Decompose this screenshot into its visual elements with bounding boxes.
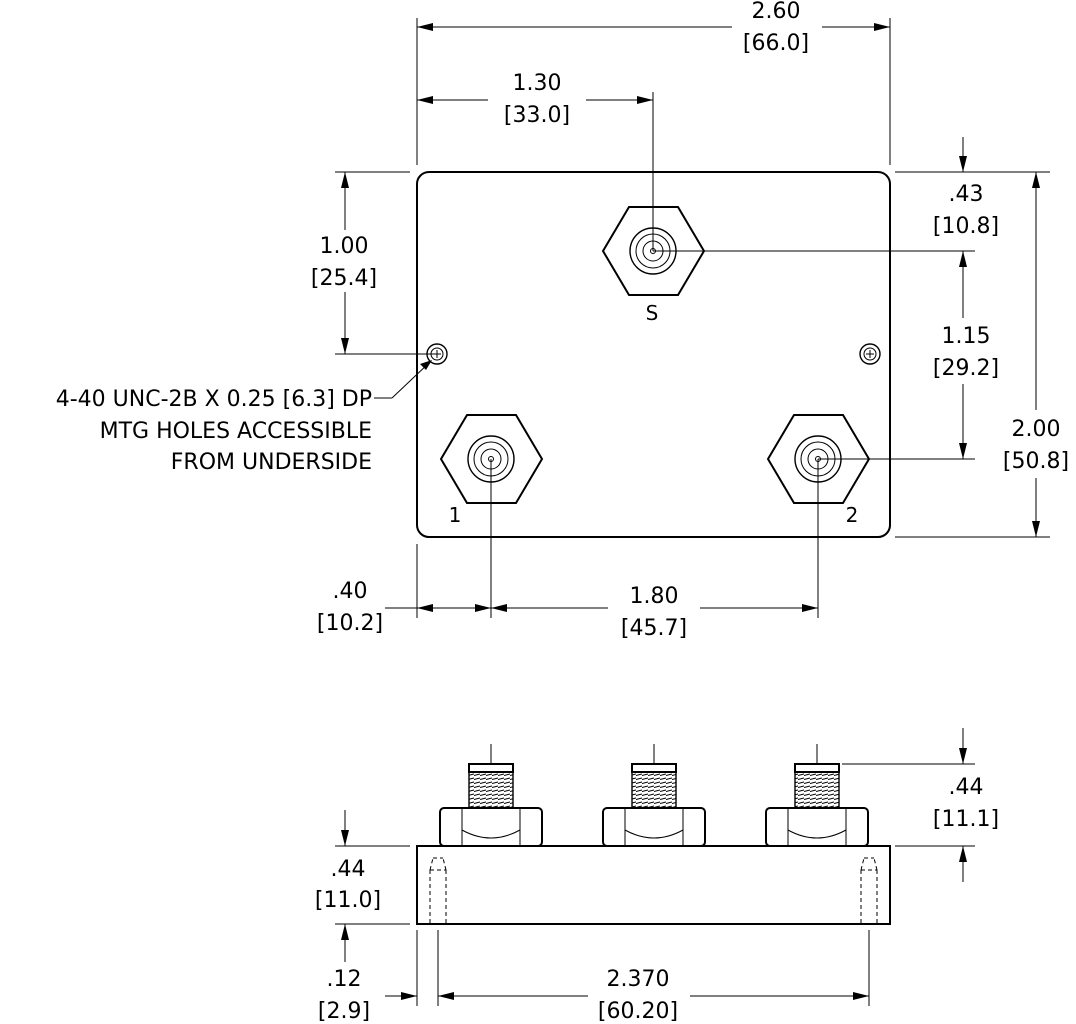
top-view: S 1 2 [56, 0, 1069, 641]
port-label-2: 2 [846, 503, 859, 527]
port-label-1: 1 [449, 503, 462, 527]
svg-text:FROM UNDERSIDE: FROM UNDERSIDE [171, 450, 372, 475]
svg-text:2.00: 2.00 [1012, 417, 1061, 442]
top-extension-lines [335, 18, 1050, 618]
connector-s-side [602, 744, 706, 847]
svg-text:2.370: 2.370 [607, 967, 670, 992]
svg-text:[66.0]: [66.0] [743, 31, 809, 56]
dim-overall-height: 2.00 [50.8] [1003, 172, 1069, 537]
svg-text:.44: .44 [331, 857, 366, 882]
mounting-hole-right [859, 343, 881, 365]
housing-side-outline [416, 845, 891, 925]
dim-hole-height: 1.00 [25.4] [311, 172, 377, 354]
svg-text:1.00: 1.00 [320, 234, 369, 259]
dim-port-spacing-horizontal: 1.80 [45.7] [491, 584, 818, 641]
connector-1-side [439, 744, 543, 847]
svg-text:[50.8]: [50.8] [1003, 449, 1069, 474]
svg-text:4-40 UNC-2B X 0.25 [6.3] DP: 4-40 UNC-2B X 0.25 [6.3] DP [56, 387, 372, 412]
dim-connector-height: .44 [11.1] [933, 728, 999, 882]
svg-text:[29.2]: [29.2] [933, 356, 999, 381]
svg-text:.12: .12 [327, 967, 362, 992]
hidden-tapped-hole-right [860, 857, 878, 924]
dim-body-height: .44 [11.0] [315, 810, 381, 962]
dim-hole-spacing: 2.370 [60.20] [438, 967, 869, 1024]
connector-2-side [765, 744, 869, 847]
svg-text:.43: .43 [949, 182, 984, 207]
mounting-hole-callout: 4-40 UNC-2B X 0.25 [6.3] DP MTG HOLES AC… [56, 360, 432, 475]
dim-edge-offset: .12 [2.9] [318, 967, 417, 1024]
svg-text:[11.1]: [11.1] [933, 807, 999, 832]
svg-text:[60.20]: [60.20] [598, 999, 678, 1024]
svg-text:[25.4]: [25.4] [311, 266, 377, 291]
svg-text:MTG HOLES ACCESSIBLE: MTG HOLES ACCESSIBLE [100, 419, 372, 444]
svg-text:.44: .44 [949, 775, 984, 800]
svg-text:1.30: 1.30 [513, 71, 562, 96]
svg-text:.40: .40 [333, 579, 368, 604]
dim-left-offset: .40 [10.2] [317, 579, 491, 636]
svg-text:[2.9]: [2.9] [318, 999, 370, 1024]
dim-top-offset: .43 [10.8] [933, 137, 999, 239]
svg-text:1.80: 1.80 [630, 584, 679, 609]
side-view: .44 [11.0] .44 [11.1] .12 [2.9] 2.370 [6 [315, 728, 999, 1024]
port-label-s: S [646, 301, 659, 325]
svg-text:2.60: 2.60 [752, 0, 801, 24]
svg-text:[11.0]: [11.0] [315, 888, 381, 913]
dim-port-spacing-vertical: 1.15 [29.2] [933, 251, 999, 459]
svg-text:[10.8]: [10.8] [933, 214, 999, 239]
svg-text:[45.7]: [45.7] [621, 616, 687, 641]
dim-center-offset: 1.30 [33.0] [417, 71, 653, 128]
hidden-tapped-hole-left [429, 857, 447, 924]
svg-text:[10.2]: [10.2] [317, 611, 383, 636]
svg-text:[33.0]: [33.0] [504, 103, 570, 128]
side-extension-lines [335, 763, 975, 1006]
dim-overall-width: 2.60 [66.0] [417, 0, 890, 58]
svg-text:1.15: 1.15 [942, 324, 991, 349]
